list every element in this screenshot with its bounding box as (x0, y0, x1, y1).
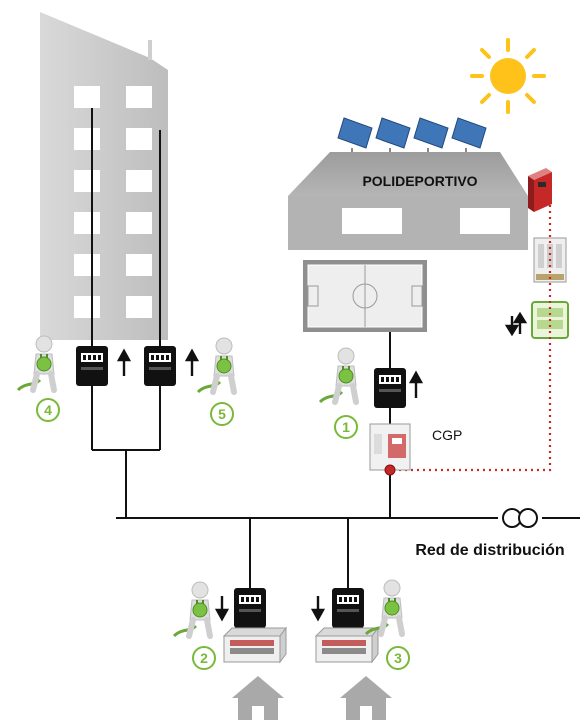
down-arrow-icon (214, 596, 230, 622)
up-arrow-icon (184, 348, 200, 376)
electric-meter-icon (332, 588, 364, 628)
consumer-number-badge: 3 (386, 646, 410, 670)
electric-meter-icon (76, 346, 108, 386)
consumer-number-badge: 1 (334, 415, 358, 439)
person-with-plug-icon (198, 338, 234, 392)
apartment-building (40, 12, 168, 340)
cgp-cabinet-icon (369, 423, 411, 476)
house-icon (340, 676, 392, 720)
solar-panel-icon (337, 117, 487, 154)
consumer-number-badge: 4 (36, 398, 60, 422)
person-with-plug-icon (18, 336, 54, 390)
up-arrow-icon (116, 348, 132, 376)
ac-connection-line (392, 205, 552, 472)
electric-meter-icon (144, 346, 176, 386)
consumer-number-badge: 5 (210, 402, 234, 426)
cgp-label: CGP (432, 427, 462, 443)
person-with-plug-icon (174, 582, 210, 636)
consumer-number-badge: 2 (192, 646, 216, 670)
sports-center-building (288, 152, 528, 332)
person-with-plug-icon (320, 348, 356, 402)
wiring (91, 108, 580, 588)
electric-meter-icon (234, 588, 266, 628)
down-arrow-icon (310, 596, 326, 622)
house-icon (232, 676, 284, 720)
electrical-panel-icon (223, 627, 287, 663)
electric-meter-icon (374, 368, 406, 408)
building-title: POLIDEPORTIVO (362, 173, 477, 189)
person-with-plug-icon (366, 580, 402, 634)
network-label: Red de distribución (415, 542, 564, 559)
up-arrow-icon (408, 370, 424, 398)
transformer-icon (502, 508, 538, 528)
bidirectional-arrow-icon (504, 311, 528, 337)
sun-icon (470, 38, 546, 114)
inverter-icon (528, 168, 552, 212)
